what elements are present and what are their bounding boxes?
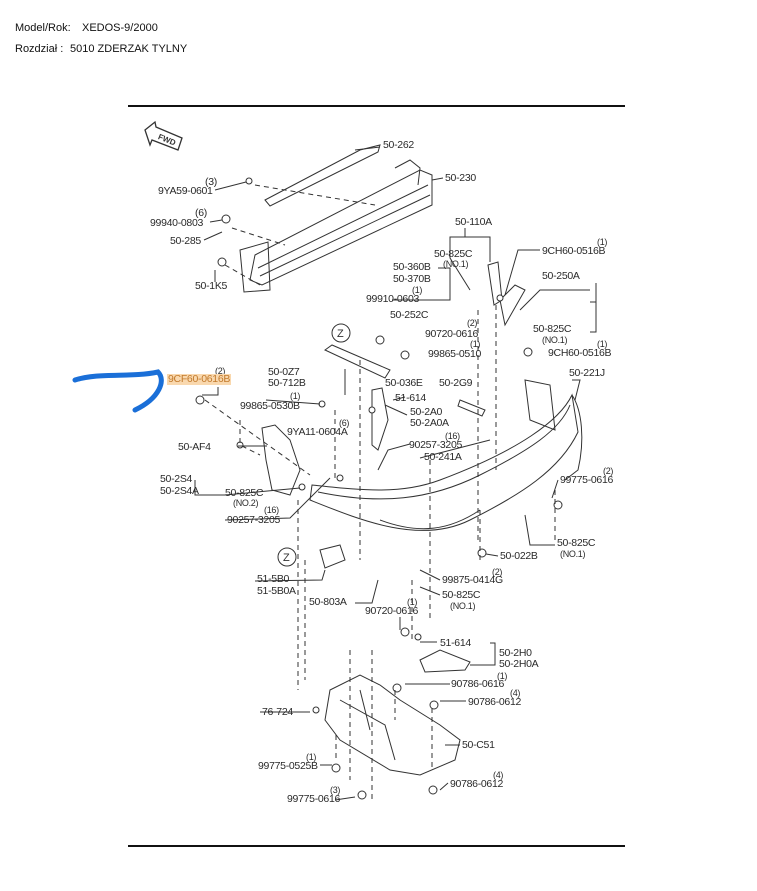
part-number-callout: 90786-0616 xyxy=(451,678,505,690)
quantity-note: (4) xyxy=(493,770,504,780)
model-label: Model/Rok: xyxy=(15,22,71,34)
model-value: XEDOS-9/2000 xyxy=(82,22,158,34)
part-number-callout: 50-370B xyxy=(393,273,431,285)
part-number-callout: 90720-0616 xyxy=(365,605,419,617)
part-number-callout: 50-825C xyxy=(225,487,264,499)
zoom-marker-text: Z xyxy=(337,328,344,340)
quantity-note: (2) xyxy=(603,466,614,476)
part-number-callout: 50-712B xyxy=(268,377,306,389)
quantity-note: (1) xyxy=(407,597,418,607)
quantity-note: (NO.1) xyxy=(443,259,469,269)
section-value: 5010 ZDERZAK TYLNY xyxy=(70,43,188,55)
part-number-callout: 50-285 xyxy=(170,235,201,247)
part-number-callout: 90720-0616 xyxy=(425,328,479,340)
side-bracket xyxy=(261,261,526,673)
part-number-callout: 9CH60-0516B xyxy=(548,347,612,359)
under-cover xyxy=(324,674,461,776)
part-number-callout: 51-5B0A xyxy=(257,585,296,597)
part-number-callout: 50-AF4 xyxy=(178,441,211,453)
part-number-callout: 50-825C xyxy=(434,248,473,260)
part-number-callout: 50-803A xyxy=(309,596,347,608)
part-number-callout: 50-022B xyxy=(500,550,538,562)
part-number-callout: 99865-0510 xyxy=(428,348,482,360)
quantity-note: (2) xyxy=(215,366,226,376)
quantity-note: (2) xyxy=(467,318,478,328)
part-number-callout: 50-2S4A xyxy=(160,485,199,497)
part-number-callout: 9CH60-0516B xyxy=(542,245,606,257)
dashed-guides xyxy=(204,184,556,800)
part-number-callout: 50-2H0 xyxy=(499,647,532,659)
quantity-note: (2) xyxy=(492,567,503,577)
quantity-note: (4) xyxy=(510,688,521,698)
bumper-cover xyxy=(309,379,583,531)
part-number-callout: 50-110A xyxy=(455,216,492,228)
part-number-callout: 9YA11-0604A xyxy=(287,426,348,438)
part-number-callout: 50-C51 xyxy=(462,739,495,751)
quantity-note: (NO.1) xyxy=(450,601,476,611)
zoom-marker-bottom: Z xyxy=(277,547,297,567)
part-number-callout: 90786-0612 xyxy=(468,696,522,708)
part-number-callout: 99940-0803 xyxy=(150,217,204,229)
quantity-note: (1) xyxy=(470,339,481,349)
quantity-note: (1) xyxy=(597,339,608,349)
part-number-callout: (6) xyxy=(195,207,207,219)
part-number-callout: 50-241A xyxy=(424,451,462,463)
part-number-callout: 99775-0525B xyxy=(258,760,318,772)
part-number-callout: 50-2A0 xyxy=(410,406,443,418)
fwd-arrow-icon: FWD xyxy=(144,120,183,151)
part-number-callout: (3) xyxy=(205,176,217,188)
part-number-callout: 50-2A0A xyxy=(410,417,449,429)
section-label: Rozdział : xyxy=(15,43,64,55)
part-number-callout: 90257-3205 xyxy=(409,439,463,451)
part-number-callout: 50-036E xyxy=(385,377,423,389)
quantity-note: (NO.1) xyxy=(560,549,586,559)
part-number-callout: 99775-0616 xyxy=(287,793,341,805)
part-number-callout: 50-2G9 xyxy=(439,377,473,389)
top-divider xyxy=(128,105,625,107)
part-number-callout: 50-221J xyxy=(569,367,605,379)
part-number-callout: 50-2S4 xyxy=(160,473,193,485)
part-number-callout: 51-614 xyxy=(395,392,426,404)
leader-lines xyxy=(194,146,597,801)
bottom-divider xyxy=(128,845,625,847)
part-number-callout: 51-614 xyxy=(440,637,471,649)
part-number-callout: 50-2H0A xyxy=(499,658,539,670)
part-number-callout: 99875-0414G xyxy=(442,574,503,586)
part-number-callout: 99910-0603 xyxy=(366,293,420,305)
zoom-marker-text: Z xyxy=(283,552,290,564)
quantity-note: (1) xyxy=(306,752,317,762)
blue-annotation-marker xyxy=(72,369,164,413)
part-number-callout: 50-825C xyxy=(442,589,481,601)
part-number-callout: 90257-3205 xyxy=(227,514,281,526)
quantity-note: (1) xyxy=(597,237,608,247)
part-number-callout: 50-230 xyxy=(445,172,476,184)
part-number-callout: 50-1K5 xyxy=(195,280,228,292)
quantity-note: (16) xyxy=(264,505,279,515)
part-number-callout: 99775-0616 xyxy=(560,474,614,486)
quantity-note: (1) xyxy=(412,285,423,295)
quantity-note: (1) xyxy=(290,391,301,401)
quantity-note: (6) xyxy=(339,418,350,428)
bumper-reinforcement xyxy=(239,144,433,293)
fasteners xyxy=(195,177,563,800)
part-number-callout: 76-724 xyxy=(262,706,293,718)
part-number-callout: 50-250A xyxy=(542,270,580,282)
quantity-note: (3) xyxy=(330,785,341,795)
part-number-callout: 90786-0612 xyxy=(450,778,504,790)
quantity-note: (16) xyxy=(445,431,460,441)
quantity-note: (1) xyxy=(497,671,508,681)
part-number-callout: 50-825C xyxy=(557,537,596,549)
part-number-callout: 50-252C xyxy=(390,309,429,321)
part-number-callout: 50-262 xyxy=(383,139,414,151)
zoom-marker-top: Z xyxy=(331,323,351,343)
part-number-callout: 50-360B xyxy=(393,261,431,273)
part-number-callout: 50-0Z7 xyxy=(268,366,300,378)
part-number-callout: 50-825C xyxy=(533,323,572,335)
highlighted-part-callout: 9CF60-0616B xyxy=(167,373,232,385)
part-number-callout: 99865-0530B xyxy=(240,400,300,412)
quantity-note: (NO.1) xyxy=(542,335,568,345)
part-number-callout: 9YA59-0601 xyxy=(158,185,213,197)
part-number-callout: 51-5B0 xyxy=(257,573,290,585)
quantity-note: (NO.2) xyxy=(233,498,259,508)
